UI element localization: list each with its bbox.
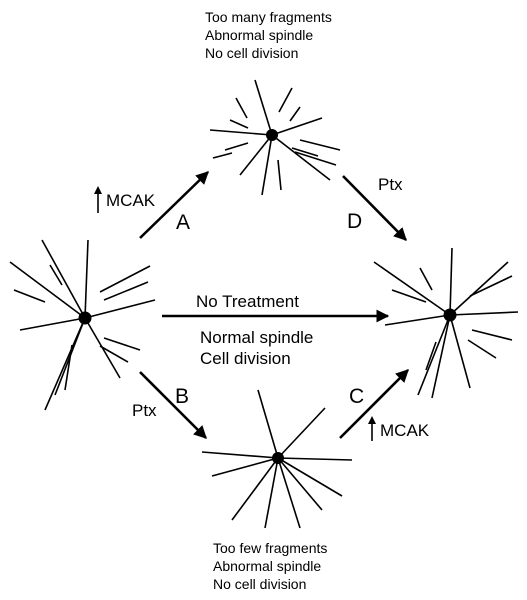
arrow-path-d (342, 175, 407, 241)
up-arrow-icon (368, 416, 376, 441)
arrow-path-b (139, 371, 207, 439)
bottom-centrosome (272, 452, 284, 464)
normal-outcome-line-2: Cell division (200, 349, 291, 368)
up-arrow-icon (94, 186, 102, 213)
top-caption-line-2: Abnormal spindle (205, 27, 313, 43)
right-centrosome (443, 308, 457, 322)
left-aster (9, 239, 156, 411)
path-b-treatment: Ptx (132, 401, 157, 420)
normal-outcome-line-1: Normal spindle (200, 328, 313, 347)
arrow-path-c (339, 369, 409, 439)
path-c-treatment: MCAK (380, 421, 430, 440)
path-a-letter: A (176, 211, 190, 234)
path-a-treatment: MCAK (106, 191, 156, 210)
path-d-treatment: Ptx (378, 175, 403, 194)
top-aster (209, 79, 341, 196)
bottom-aster (201, 389, 353, 529)
top-caption-line-1: Too many fragments (205, 9, 332, 25)
bottom-caption-line-1: Too few fragments (213, 540, 327, 556)
top-caption-line-3: No cell division (205, 45, 298, 61)
bottom-caption-line-2: Abnormal spindle (213, 558, 321, 574)
path-b-letter: B (175, 385, 189, 408)
right-aster (373, 247, 519, 399)
arrow-path-a (139, 171, 209, 239)
top-centrosome (266, 129, 278, 141)
no-treatment-label: No Treatment (196, 292, 299, 311)
bottom-caption-line-3: No cell division (213, 576, 306, 592)
left-centrosome (78, 311, 92, 325)
path-d-letter: D (347, 210, 362, 233)
path-c-letter: C (349, 385, 364, 408)
